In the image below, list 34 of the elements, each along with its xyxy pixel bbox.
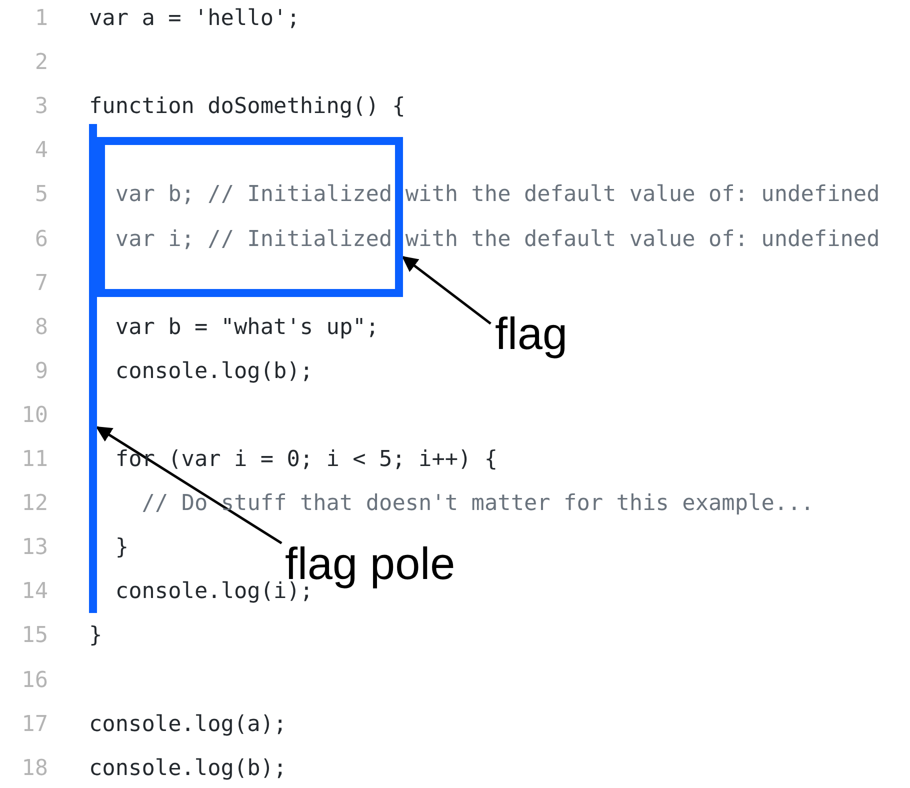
line-number: 10 xyxy=(20,402,48,430)
arrow xyxy=(402,256,492,325)
code-line: console.log(a); xyxy=(89,710,287,739)
code-line: console.log(b); xyxy=(115,358,314,386)
annotation-label: flag xyxy=(495,308,568,360)
code-line: } xyxy=(89,622,102,650)
line-number: 13 xyxy=(20,534,48,562)
flag-outline-box xyxy=(97,137,403,297)
line-number: 16 xyxy=(20,666,48,694)
line-number: 6 xyxy=(34,226,48,254)
line-number: 14 xyxy=(20,578,48,606)
code-line: var i; // Initialized with the default value of: undefined xyxy=(115,226,880,254)
code-line: var a = 'hello'; xyxy=(89,5,300,33)
code-line: function doSomething() { xyxy=(89,93,406,122)
flag-pole-bar xyxy=(89,124,97,613)
line-number: 18 xyxy=(20,754,48,783)
code-line: var b = "what's up"; xyxy=(115,314,379,342)
line-number: 3 xyxy=(34,93,48,122)
arrow xyxy=(96,426,282,544)
line-number: 17 xyxy=(20,710,48,739)
line-number: 4 xyxy=(34,137,48,166)
code-line: } xyxy=(115,534,129,562)
line-number: 9 xyxy=(34,358,48,386)
code-line: var b; // Initialized with the default value of: undefined xyxy=(115,181,880,210)
code-line: // Do stuff that doesn't matter for this example... xyxy=(142,490,814,518)
line-number: 15 xyxy=(20,622,48,650)
line-number: 12 xyxy=(20,490,48,518)
line-number: 8 xyxy=(34,314,48,342)
line-number: 2 xyxy=(34,49,48,78)
line-number: 11 xyxy=(20,446,48,474)
line-number: 5 xyxy=(34,181,48,210)
code-line: console.log(b); xyxy=(89,754,287,783)
line-number: 7 xyxy=(34,270,48,298)
line-number: 1 xyxy=(34,5,48,33)
